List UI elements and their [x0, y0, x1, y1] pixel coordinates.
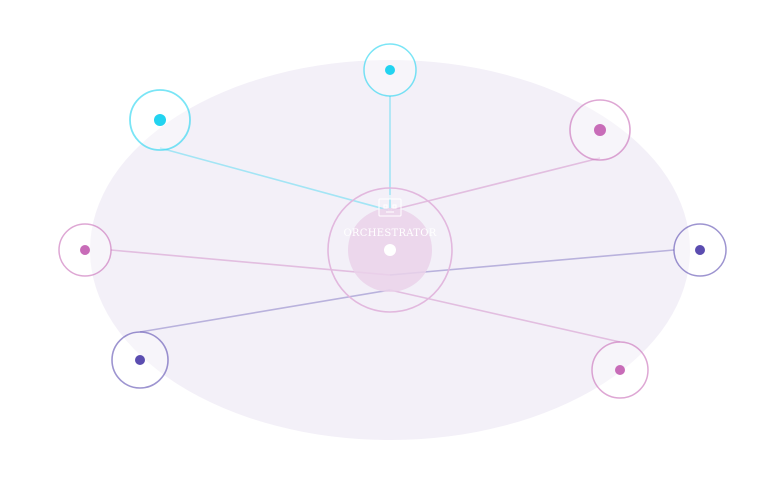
link-bottom-left — [139, 289, 391, 333]
link-top-left — [159, 147, 389, 211]
agent-node-top[interactable] — [363, 43, 417, 97]
agent-node-dot — [154, 114, 166, 126]
agent-node-bottom-right[interactable] — [591, 341, 649, 399]
agent-nodes — [58, 43, 727, 399]
agent-node-dot — [695, 245, 705, 255]
hub-center-dot — [384, 244, 396, 256]
agent-node-top-right[interactable] — [569, 99, 631, 161]
agent-node-dot — [80, 245, 90, 255]
agent-node-dot — [594, 124, 606, 136]
agent-node-bottom-left[interactable] — [111, 331, 169, 389]
hub-label: ORCHESTRATOR — [343, 228, 436, 239]
link-right — [389, 249, 675, 276]
agent-node-left[interactable] — [58, 223, 112, 277]
link-top-right — [391, 157, 601, 211]
link-left — [110, 249, 391, 276]
agent-node-top-left[interactable] — [129, 89, 191, 151]
hub-outer-ring — [327, 187, 453, 313]
agent-node-dot — [385, 65, 395, 75]
robot-icon — [378, 195, 402, 217]
orchestrator-hub[interactable]: ORCHESTRATOR — [327, 187, 453, 313]
agent-node-dot — [135, 355, 145, 365]
agent-node-dot — [615, 365, 625, 375]
agent-node-right[interactable] — [673, 223, 727, 277]
